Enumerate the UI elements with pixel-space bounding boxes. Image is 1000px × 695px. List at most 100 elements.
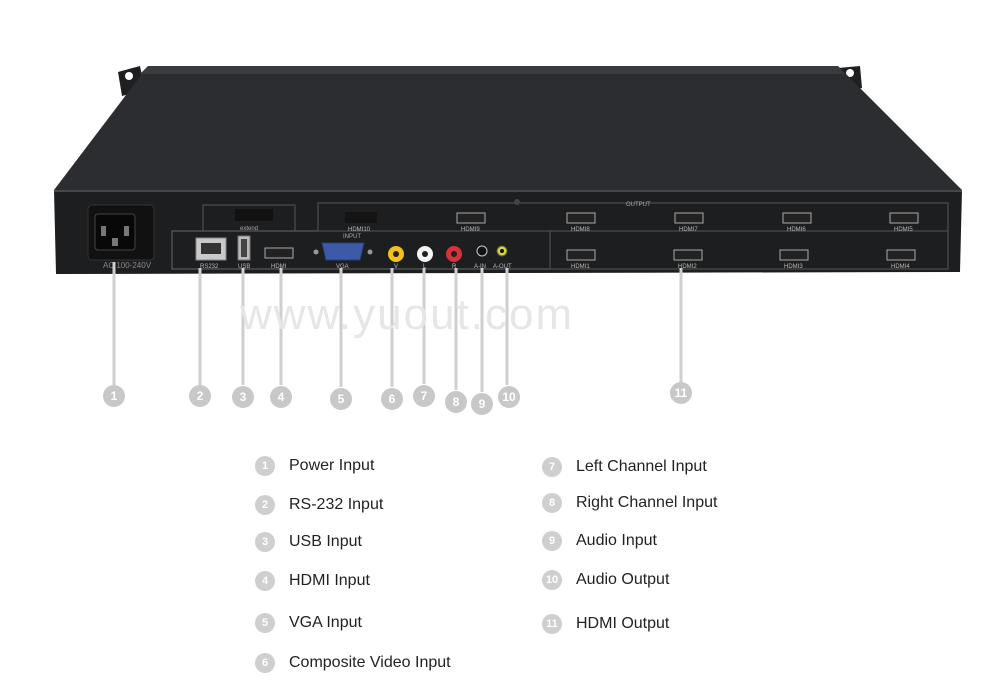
- output-lower-frame: [549, 230, 949, 270]
- legend-label: HDMI Output: [576, 615, 670, 632]
- callout-8: 8: [445, 391, 467, 413]
- hdmi4-label: HDMI4: [891, 264, 910, 270]
- callout-4: 4: [270, 386, 292, 408]
- hdmi8-label: HDMI8: [571, 227, 590, 233]
- legend-label: HDMI Input: [289, 572, 370, 589]
- hdmi7-port: [674, 212, 704, 224]
- legend-label: Audio Input: [576, 532, 657, 549]
- legend-number: 1: [255, 456, 275, 476]
- output-group-label: OUTPUT: [626, 202, 651, 208]
- hdmi8-port: [566, 212, 596, 224]
- legend-item-vga: 5 VGA Input: [255, 610, 362, 636]
- legend-item-usb: 3 USB Input: [255, 529, 362, 555]
- legend-number: 10: [542, 570, 562, 590]
- hdmi-input-port: [264, 247, 294, 259]
- panel-screw: [514, 199, 520, 205]
- extend-slot: [235, 209, 273, 221]
- hdmi10-label: HDMI10: [348, 227, 371, 233]
- vga-screw-right: [367, 249, 373, 255]
- hdmi6-label: HDMI6: [787, 227, 806, 233]
- legend-item-left-channel: 7 Left Channel Input: [542, 454, 707, 480]
- legend-item-hdmi-output: 11 HDMI Output: [542, 611, 669, 637]
- hdmi7-label: HDMI7: [679, 227, 698, 233]
- extend-label: extend: [240, 226, 258, 232]
- hdmi5-label: HDMI5: [894, 227, 913, 233]
- audio-out-jack-center: [500, 249, 504, 253]
- legend-item-right-channel: 8 Right Channel Input: [542, 490, 717, 516]
- hdmi2-label: HDMI2: [678, 264, 697, 270]
- callout-3: 3: [232, 386, 254, 408]
- legend-label: RS-232 Input: [289, 496, 384, 513]
- rack-ear-hole-right: [846, 69, 854, 77]
- video-rca-center: [393, 251, 399, 257]
- hdmi6-port: [782, 212, 812, 224]
- vga-screw-left: [313, 249, 319, 255]
- audio-in-jack: [476, 245, 488, 257]
- legend-item-composite-video: 6 Composite Video Input: [255, 650, 451, 676]
- usb-port-slot: [241, 239, 247, 257]
- legend-label: USB Input: [289, 533, 362, 550]
- hdmi2-port: [673, 249, 703, 261]
- callout-9: 9: [471, 393, 493, 415]
- power-pin-right: [124, 226, 129, 236]
- legend-label: Power Input: [289, 457, 375, 474]
- callout-11: 11: [670, 382, 692, 404]
- legend-item-power: 1 Power Input: [255, 453, 374, 479]
- legend-item-audio-output: 10 Audio Output: [542, 567, 669, 593]
- legend-number: 2: [255, 495, 275, 515]
- callout-10: 10: [498, 386, 520, 408]
- hdmi10-slot: [345, 212, 377, 223]
- device-illustration: AC 100-240V extend INPUT RS232 USB HDMI …: [54, 66, 962, 392]
- device-top-edge: [140, 66, 845, 74]
- audio-left-rca-center: [422, 251, 428, 257]
- input-group-label: INPUT: [343, 234, 361, 240]
- hdmi9-port: [456, 212, 486, 224]
- hdmi4-port: [886, 249, 916, 261]
- rs232-label: RS232: [200, 264, 219, 270]
- callout-2: 2: [189, 385, 211, 407]
- vga-label: VGA: [336, 264, 349, 270]
- legend-number: 8: [542, 493, 562, 513]
- power-pin-ground: [112, 238, 118, 246]
- audio-out-label: A-OUT: [493, 264, 512, 270]
- legend-label: Audio Output: [576, 571, 670, 588]
- audio-right-label: R: [452, 264, 457, 270]
- hdmi3-label: HDMI3: [784, 264, 803, 270]
- hdmi1-port: [566, 249, 596, 261]
- legend-item-hdmi-input: 4 HDMI Input: [255, 568, 370, 594]
- legend-number: 5: [255, 613, 275, 633]
- legend-number: 11: [542, 614, 562, 634]
- power-label: AC 100-240V: [103, 261, 152, 270]
- hdmi1-label: HDMI1: [571, 264, 590, 270]
- legend-label: Composite Video Input: [289, 654, 451, 671]
- legend-number: 6: [255, 653, 275, 673]
- callout-7: 7: [413, 385, 435, 407]
- hdmi3-port: [779, 249, 809, 261]
- legend-number: 4: [255, 571, 275, 591]
- audio-in-label: A-IN: [474, 264, 486, 270]
- legend-number: 7: [542, 457, 562, 477]
- leader-lines: [112, 262, 683, 392]
- rack-ear-hole-left: [125, 72, 133, 80]
- callout-5: 5: [330, 388, 352, 410]
- rs232-port-slot: [201, 243, 221, 254]
- legend-item-rs232: 2 RS-232 Input: [255, 492, 383, 518]
- power-pin-left: [101, 226, 106, 236]
- legend-label: Right Channel Input: [576, 494, 718, 511]
- device-top-panel: [54, 66, 962, 190]
- hdmi9-label: HDMI9: [461, 227, 480, 233]
- callout-6: 6: [381, 388, 403, 410]
- legend-number: 3: [255, 532, 275, 552]
- power-socket: [94, 213, 136, 251]
- legend-number: 9: [542, 531, 562, 551]
- legend-item-audio-input: 9 Audio Input: [542, 528, 657, 554]
- legend-label: VGA Input: [289, 614, 362, 631]
- video-label: V: [394, 264, 398, 270]
- audio-left-label: L: [423, 264, 427, 270]
- usb-label: USB: [238, 264, 250, 270]
- hdmi-input-label: HDMI: [271, 264, 287, 270]
- watermark: www.yuout.com: [240, 290, 575, 339]
- hdmi5-port: [889, 212, 919, 224]
- vga-port: [321, 242, 365, 261]
